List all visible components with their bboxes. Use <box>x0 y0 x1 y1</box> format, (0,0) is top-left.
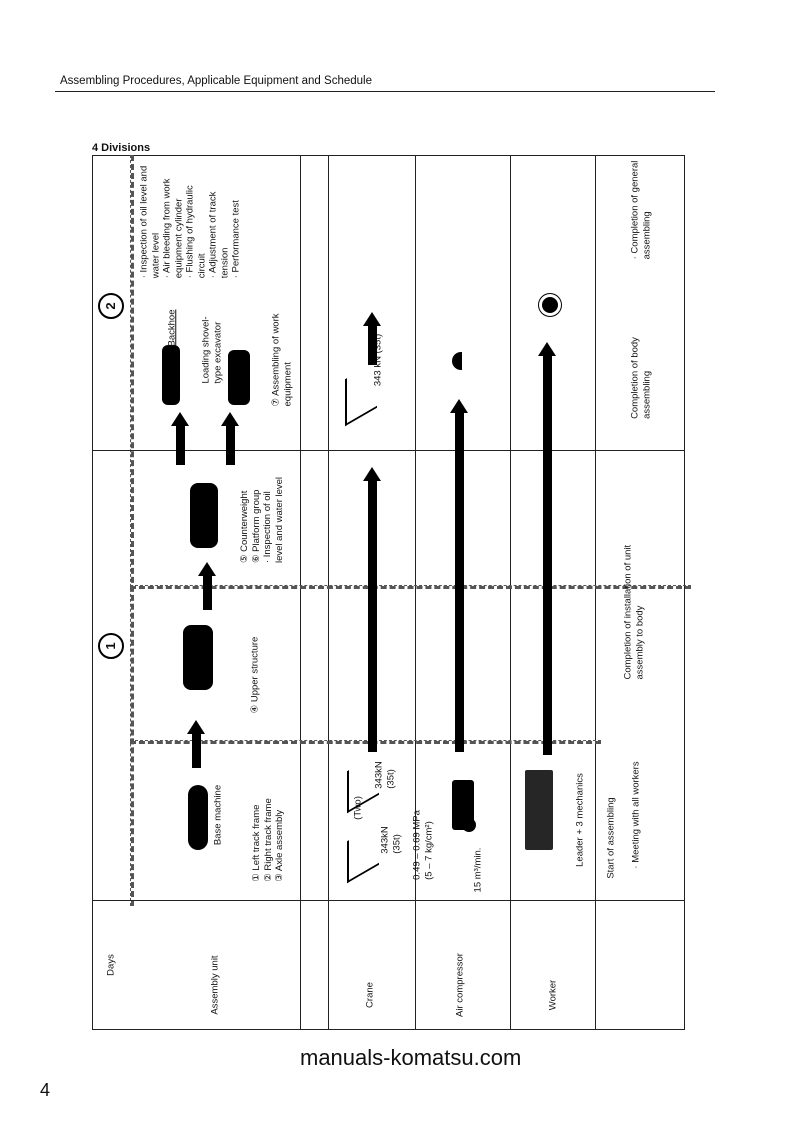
divider <box>510 155 511 1030</box>
section-title: 4 Divisions <box>92 142 151 154</box>
divider <box>130 155 134 906</box>
compressor-pressure: 0.49 – 0.69 MPa (5 – 7 kg/cm²) <box>411 810 435 880</box>
crane-capacity-b: 343kN (35t) <box>379 826 403 854</box>
sunset-icon <box>452 352 462 370</box>
compressor-flow: 15 m³/min. <box>472 847 484 893</box>
flow-arrow <box>187 720 205 768</box>
compressor-wheel-icon <box>462 818 476 832</box>
day2-sun-icon: 2 <box>98 293 124 319</box>
milestone-body: Completion of body assembling <box>629 337 653 419</box>
header-title: Assembling Procedures, Applicable Equipm… <box>60 75 372 87</box>
divider <box>328 155 329 1030</box>
row-label-crane: Crane <box>364 982 376 1008</box>
work-equipment-label: ⑦ Assembling of work equipment <box>270 313 294 407</box>
worker-crew: Leader + 3 mechanics <box>574 773 586 867</box>
milestone-general: · Completion of general assembling <box>629 160 653 260</box>
day-divider <box>92 450 685 451</box>
divider <box>130 585 691 589</box>
counterweight-label: ⑤ Counterweight ⑥ Platform group · Inspe… <box>239 476 285 564</box>
loading-shovel-icon <box>228 350 250 405</box>
compressor-duration-arrow <box>450 399 468 752</box>
workers-icon <box>525 770 553 850</box>
sun-icon <box>542 297 558 313</box>
schedule-table <box>92 155 685 1030</box>
air-compressor-icon <box>452 780 474 830</box>
divider <box>92 900 685 901</box>
divider <box>130 740 601 744</box>
header-rule <box>55 91 715 92</box>
final-checks: · Inspection of oil level and water leve… <box>138 165 242 279</box>
page-number: 4 <box>40 1080 51 1100</box>
loading-shovel-label: Loading shovel- type excavator <box>200 316 224 384</box>
row-label-days: Days <box>105 954 117 976</box>
backhoe-icon <box>162 345 180 405</box>
divider <box>595 155 596 1030</box>
base-machine-icon <box>188 785 208 850</box>
flow-arrow <box>171 412 189 465</box>
backhoe-label: Backhoe <box>166 309 178 347</box>
milestone-meeting: · Meeting with all workers <box>630 761 642 869</box>
row-label-air-compressor: Air compressor <box>454 953 466 1017</box>
base-machine-label: Base machine <box>212 784 224 846</box>
crane-duration-arrow <box>363 467 381 752</box>
upper-structure-icon <box>183 625 213 690</box>
row-label-worker: Worker <box>547 979 559 1011</box>
divider <box>415 155 416 1030</box>
upper-structure-label: ④ Upper structure <box>249 636 261 714</box>
divider <box>300 155 301 1030</box>
day1-sun-icon: 1 <box>98 633 124 659</box>
flow-arrow <box>198 562 216 610</box>
crane-capacity-a: 343kN (35t) <box>373 761 397 789</box>
base-items: ① Left track frame ② Right track frame ③… <box>250 798 285 882</box>
watermark: manuals-komatsu.com <box>300 1045 522 1070</box>
worker-duration-arrow <box>538 342 556 755</box>
milestone-unit-install: Completion of installation of unit assem… <box>622 544 646 680</box>
flow-arrow <box>221 412 239 465</box>
crane-arrow <box>363 312 381 365</box>
counterweight-machine-icon <box>190 483 218 548</box>
milestone-start: Start of assembling <box>605 797 617 879</box>
row-label-assembly-unit: Assembly unit <box>209 955 221 1015</box>
